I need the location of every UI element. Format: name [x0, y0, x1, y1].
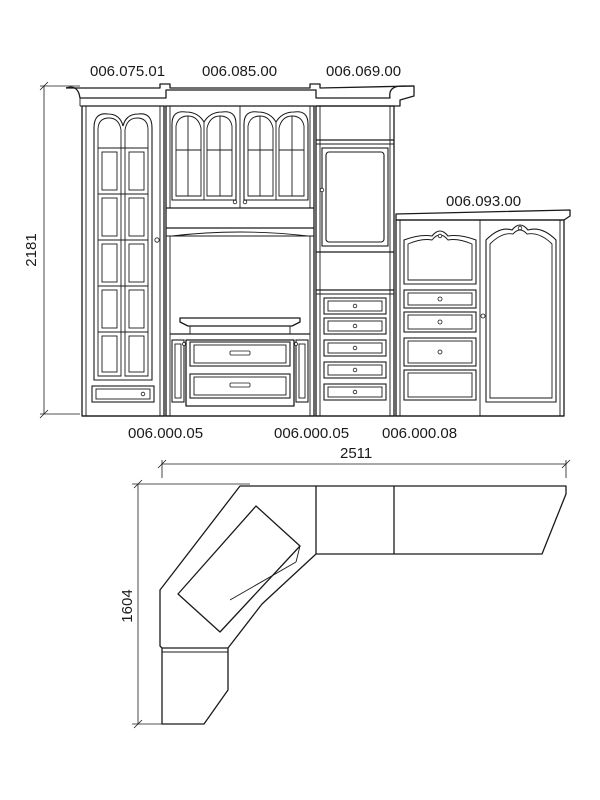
right-arched-door	[403, 230, 477, 285]
plan-outline	[159, 485, 567, 725]
drawer-knob-icon	[140, 391, 146, 397]
door-knob-icon	[232, 199, 238, 205]
label-top-3: 006.069.00	[326, 63, 401, 80]
right-tall-door	[485, 224, 557, 403]
narrow-drawers	[323, 297, 387, 401]
stand-right-door	[295, 339, 309, 403]
label-bottom-1: 006.000.05	[128, 425, 203, 442]
width-dimension	[157, 459, 571, 478]
label-right-top: 006.093.00	[446, 193, 521, 210]
left-drawer	[91, 385, 155, 403]
door-knob-icon	[154, 237, 160, 243]
front-elevation	[39, 81, 571, 419]
height-dimension-text: 2181	[23, 233, 40, 266]
drawer-handle-icon	[229, 350, 251, 356]
tv-stand	[171, 339, 309, 407]
left-glass-door-frame	[93, 113, 153, 381]
right-cabinet-top	[395, 209, 571, 221]
depth-dimension-text: 1604	[119, 589, 136, 622]
left-glass-cabinet	[81, 105, 165, 417]
label-top-1: 006.075.01	[90, 63, 165, 80]
door-knob-icon	[480, 313, 486, 319]
plan-view	[132, 459, 571, 729]
label-top-2: 006.085.00	[202, 63, 277, 80]
plan-tv-stand	[177, 505, 301, 633]
drawer-handle-icon	[229, 382, 251, 388]
door-knob-icon	[242, 199, 248, 205]
width-dimension-text: 2511	[340, 445, 372, 462]
label-bottom-2: 006.000.05	[274, 425, 349, 442]
door-knob-icon	[319, 187, 325, 193]
narrow-column-cabinet	[315, 105, 395, 417]
left-glass-grid	[98, 147, 148, 373]
crown-top-line	[66, 83, 415, 89]
right-drawers	[403, 289, 477, 401]
label-bottom-3: 006.000.08	[382, 425, 457, 442]
middle-display-cabinet	[165, 105, 315, 417]
stand-left-door	[171, 339, 185, 403]
height-dimension	[39, 81, 80, 419]
crown-cornice	[65, 85, 415, 107]
tv-shelf	[179, 317, 301, 327]
depth-dimension	[132, 479, 250, 729]
right-low-cabinet	[395, 209, 571, 417]
